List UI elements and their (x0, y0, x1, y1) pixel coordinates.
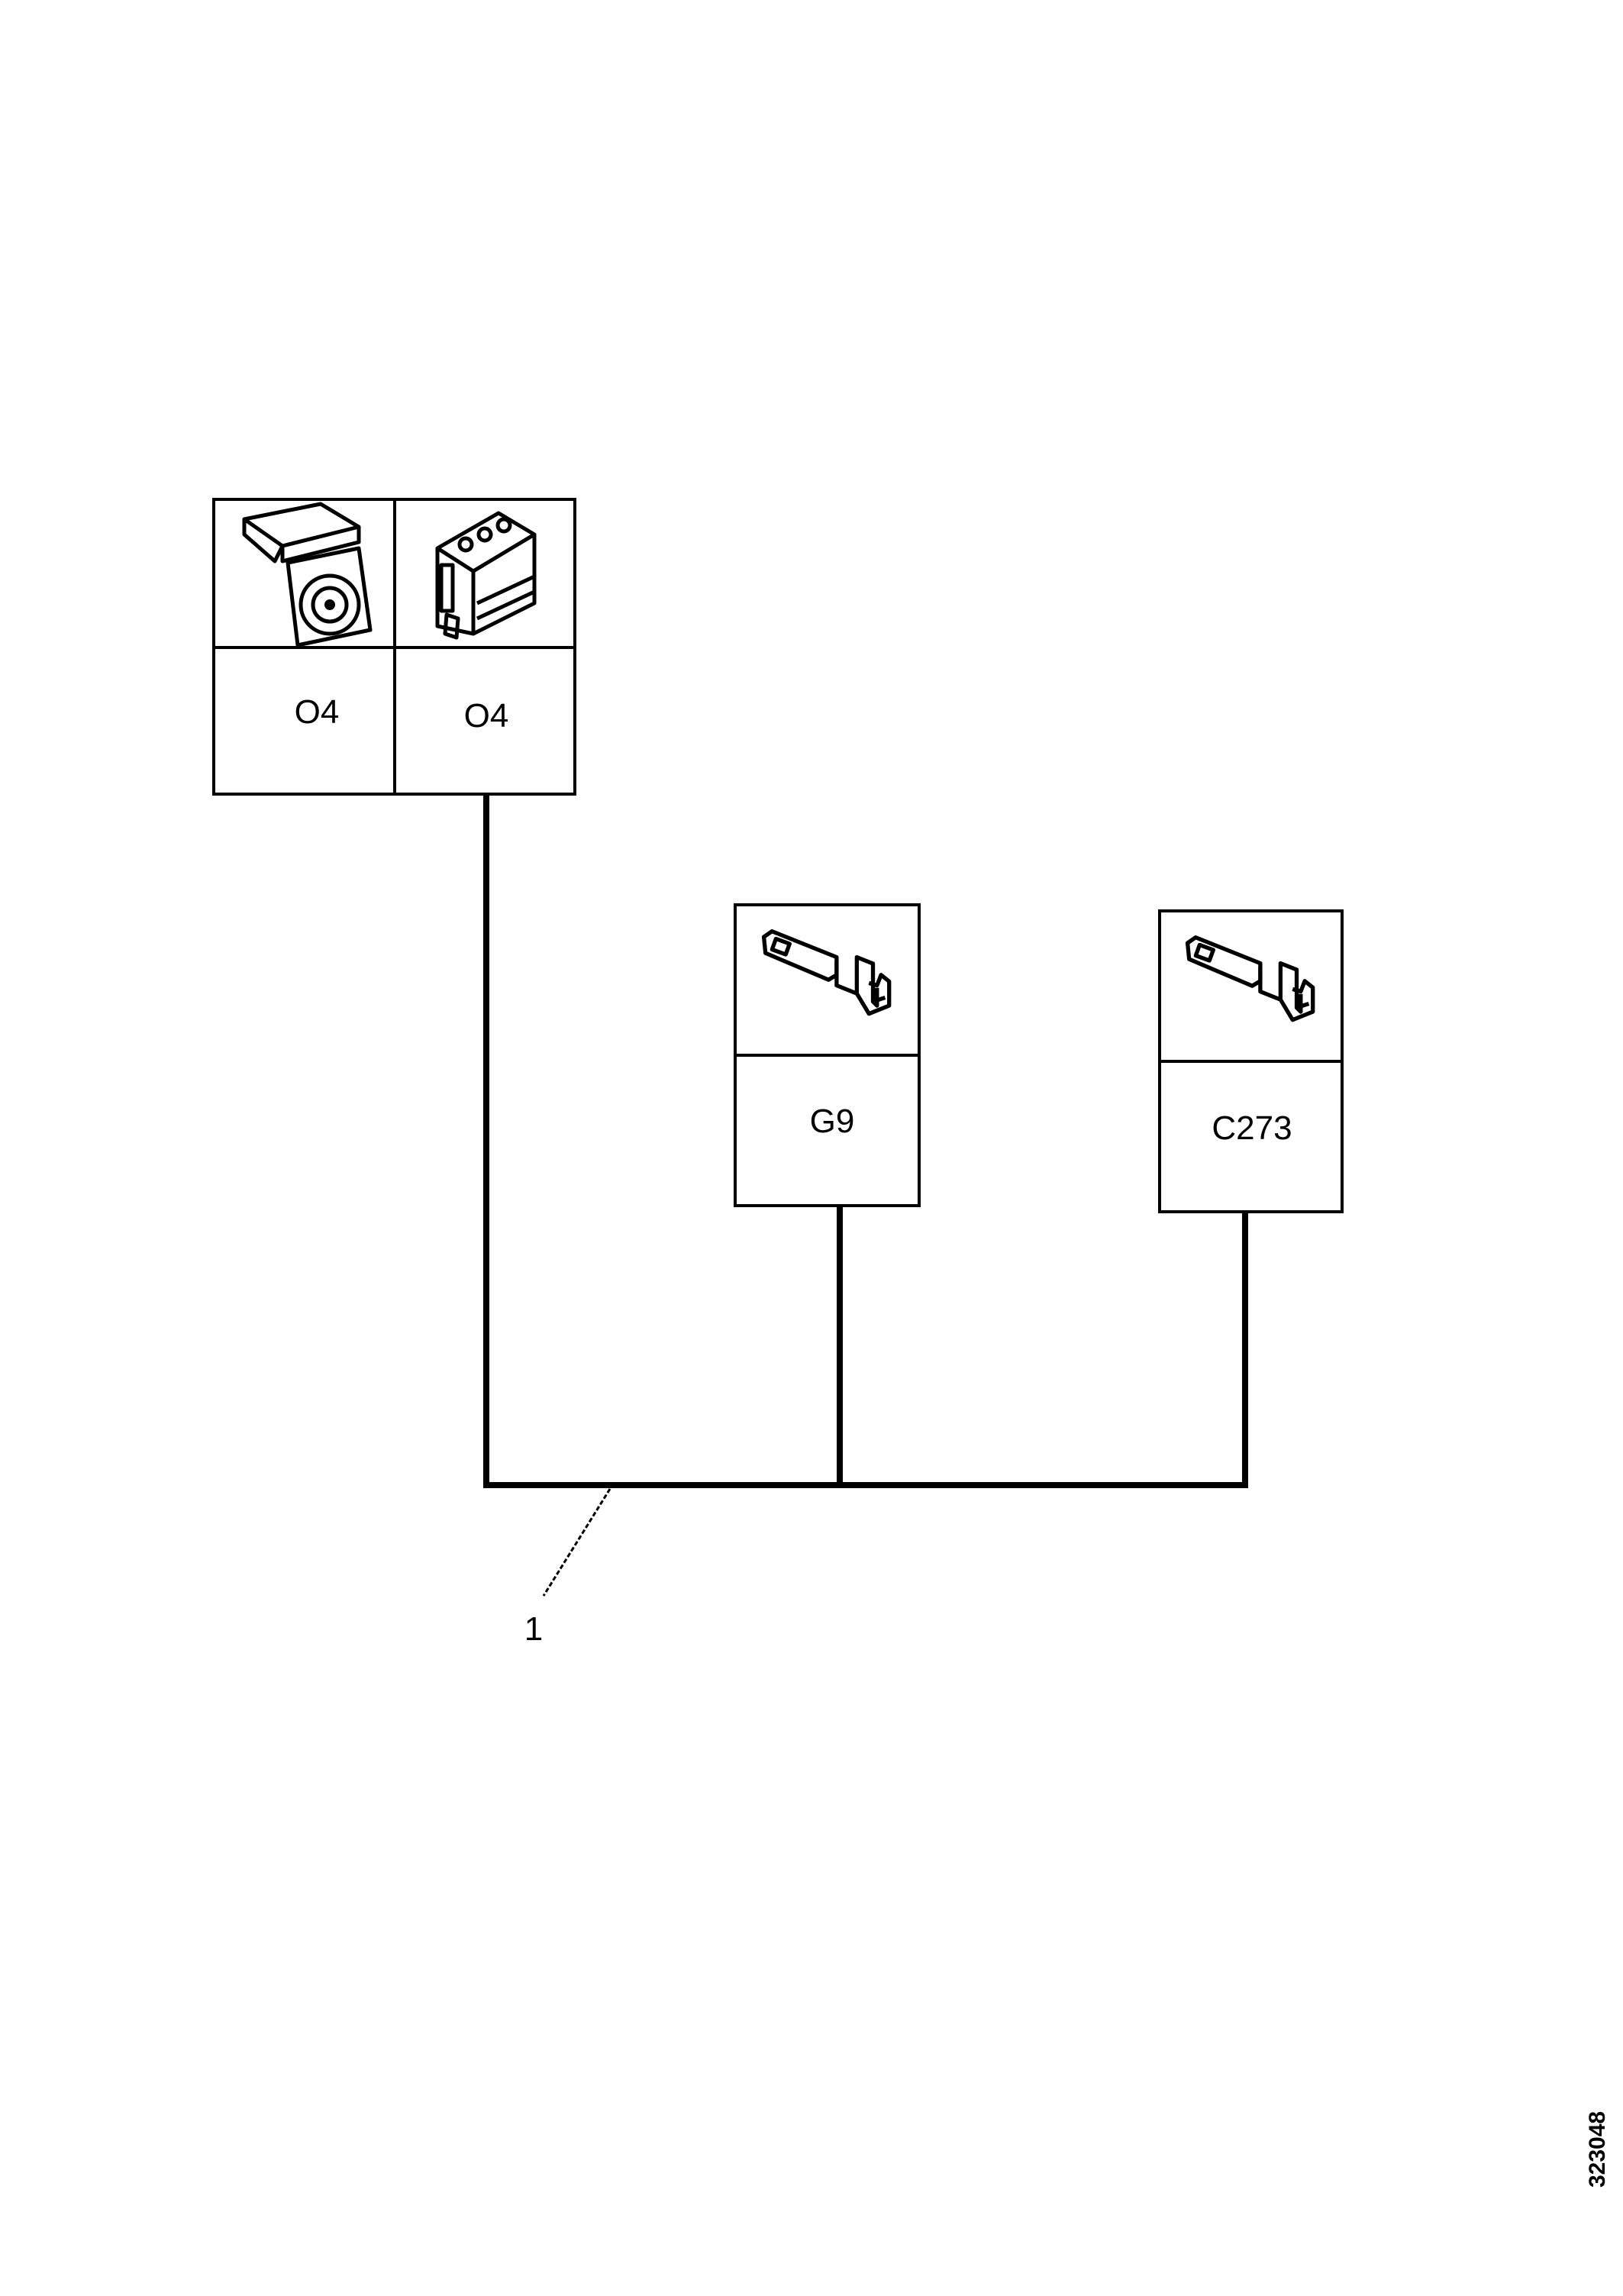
connector-label-g9: G9 (810, 1103, 855, 1140)
connector-housing-icon (435, 511, 537, 640)
control-unit-icon (242, 502, 373, 647)
connector-label-o4-housing: O4 (464, 697, 509, 735)
callout-leader-line (542, 1488, 611, 1597)
wire-harness (483, 796, 1248, 1488)
crimp-terminal-icon (1188, 938, 1313, 1020)
connector-g9-group: G9 (734, 903, 921, 1207)
connector-c273-group: C273 (1158, 909, 1344, 1213)
figure-number: 323048 (1585, 2111, 1610, 2188)
connector-label-c273: C273 (1212, 1109, 1292, 1147)
connector-label-o4-unit: O4 (295, 693, 340, 731)
connector-o4-group: O4 O4 (212, 498, 576, 796)
crimp-terminal-icon (764, 932, 889, 1014)
wire-callout-number: 1 (524, 1610, 543, 1648)
